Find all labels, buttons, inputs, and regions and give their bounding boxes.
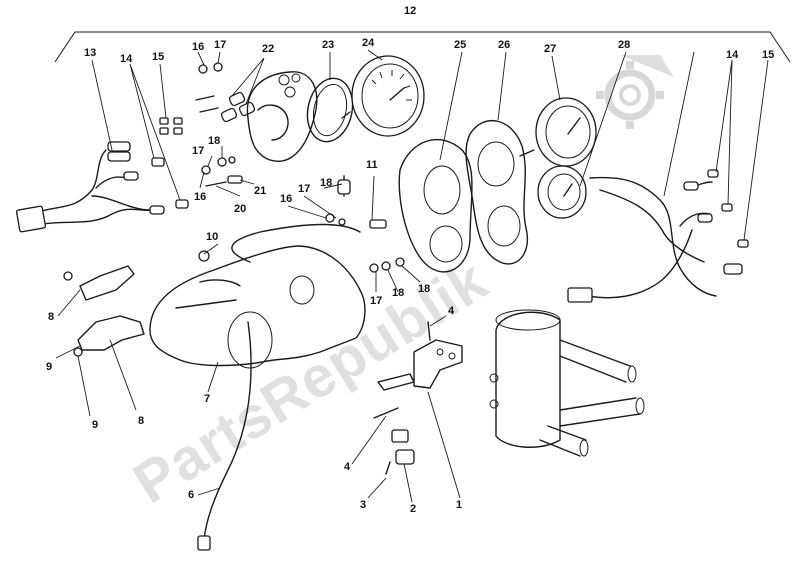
watermark-text: PartsRepublik	[122, 247, 498, 516]
sensor-assembly	[373, 321, 463, 475]
wiring-harness-right	[567, 169, 749, 303]
callout-6: 7	[204, 393, 210, 405]
callout-26: 27	[544, 43, 556, 55]
callout-22: 23	[322, 39, 334, 51]
callout-23: 24	[362, 37, 375, 49]
callout-12: 12	[404, 5, 416, 17]
callout-19: 20	[234, 203, 246, 215]
callout-18-c: 18	[418, 283, 430, 295]
callout-21: 22	[262, 43, 274, 55]
callout-5: 6	[188, 489, 194, 501]
callout-20: 21	[254, 185, 266, 197]
callout-17-b: 17	[298, 183, 310, 195]
callout-16-mid: 16	[194, 191, 206, 203]
gauge-ring-22	[306, 77, 354, 143]
callout-10: 10	[206, 231, 218, 243]
callout-4-bottom: 4	[344, 461, 351, 473]
speedometer-gauge	[341, 55, 425, 137]
callout-1: 1	[456, 499, 462, 511]
left-brackets	[63, 265, 145, 357]
bulb-holders	[195, 62, 256, 123]
callout-27: 28	[618, 39, 630, 51]
group-bracket-12	[54, 31, 791, 63]
callout-3: 3	[360, 499, 366, 511]
callout-9: 9	[46, 361, 52, 373]
callout-25: 26	[498, 39, 510, 51]
callout-14-right: 14	[726, 49, 739, 61]
callout-17-c: 18	[392, 287, 404, 299]
instrument-support-bracket	[149, 245, 366, 369]
wiring-harness-left	[15, 141, 165, 233]
instrument-rear-cover	[246, 71, 318, 162]
callout-labels: 12 13 14 15 16 17 22 23 24 25 26 27 28 1…	[46, 5, 774, 515]
callout-8-bottom: 9	[92, 419, 98, 431]
callout-7: 8	[138, 415, 144, 427]
speedometer-cable	[197, 223, 361, 551]
gear-icon	[596, 55, 674, 129]
tachometer-gauge	[519, 97, 597, 167]
callout-15-right: 15	[762, 49, 774, 61]
temperature-gauge	[537, 165, 587, 219]
front-bezel	[398, 139, 473, 273]
headstock-frame	[489, 309, 645, 457]
fasteners	[198, 156, 405, 273]
callout-14-left: 14	[120, 53, 133, 65]
callout-8-top: 8	[48, 311, 54, 323]
leader-lines	[55, 49, 769, 503]
callout-18-b: 18	[320, 177, 332, 189]
callout-18-a: 18	[208, 135, 220, 147]
callout-13: 13	[84, 47, 96, 59]
gauge-cover	[465, 119, 528, 265]
bulbs-left	[151, 117, 189, 209]
callout-17-mid: 17	[192, 145, 204, 157]
callout-4-top: 4	[448, 305, 455, 317]
callout-16-b: 16	[280, 193, 292, 205]
callout-2: 2	[410, 503, 416, 515]
callout-24: 25	[454, 39, 466, 51]
callout-17-top: 17	[214, 39, 226, 51]
callout-16-top: 16	[192, 41, 204, 53]
callout-16-c: 17	[370, 295, 382, 307]
callout-11: 11	[366, 159, 378, 171]
callout-15-left: 15	[152, 51, 164, 63]
